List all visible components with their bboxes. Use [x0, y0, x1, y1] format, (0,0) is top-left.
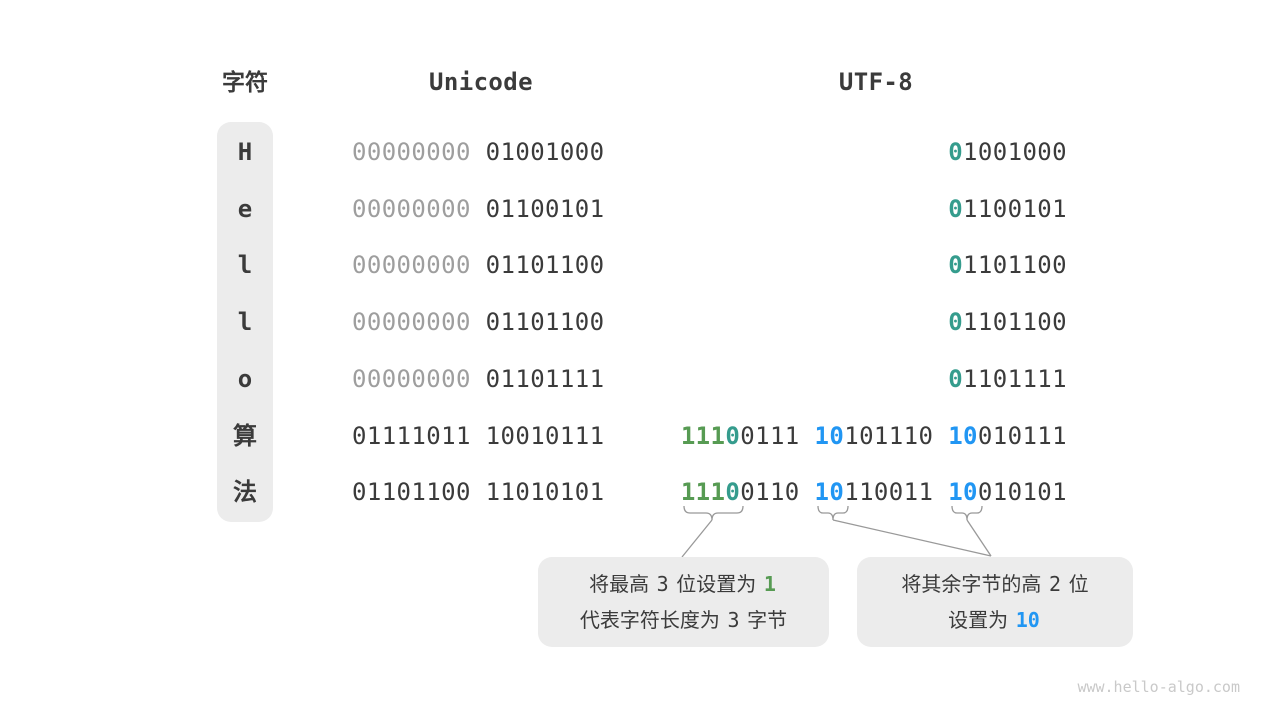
bit-segment-teal: 0 — [725, 421, 741, 450]
bit-segment-dark: 1101100 — [963, 308, 1067, 337]
unicode-value: 00000000 01101100 — [352, 294, 604, 350]
bit-segment-dark: 01100101 — [470, 194, 605, 223]
bit-segment-g: 1 — [763, 572, 776, 596]
bit-segment-teal: 0 — [948, 251, 964, 280]
utf8-value: 01101100 — [948, 294, 1067, 350]
bit-segment-dark: 01001000 — [470, 138, 605, 166]
character-column-panel — [217, 122, 273, 522]
utf8-value: 01100101 — [948, 181, 1067, 237]
bit-segment-teal: 0 — [725, 478, 741, 507]
character-cell: e — [237, 194, 253, 223]
bit-segment-blue: 10 — [814, 478, 845, 507]
character-cell: 法 — [233, 478, 257, 507]
utf8-value: 11100110 10110011 10010101 — [681, 464, 1067, 520]
bit-segment-dark: 0111 — [740, 421, 800, 450]
utf8-value: 11100111 10101110 10010111 — [681, 408, 1067, 464]
bit-segment-n: 3 — [727, 608, 740, 632]
unicode-value: 00000000 01001000 — [352, 124, 604, 180]
utf8-value: 01101111 — [948, 351, 1067, 407]
bit-segment-dark — [933, 422, 948, 450]
character-cell: 算 — [233, 421, 257, 450]
bit-segment-gray: 00000000 — [352, 364, 471, 393]
bit-segment-blue: 10 — [814, 421, 845, 450]
bit-segment-t: 设置为 — [948, 610, 1014, 632]
bit-segment-gray: 00000000 — [352, 308, 471, 337]
connector-line-left — [681, 519, 713, 558]
utf8-value: 01001000 — [948, 124, 1067, 180]
bit-segment-dark — [800, 422, 815, 450]
bit-segment-blue: 10 — [948, 478, 978, 507]
bit-segment-dark — [933, 478, 948, 506]
bit-segment-n: 3 — [656, 572, 669, 596]
bit-segment-dark: 01101111 — [470, 364, 605, 393]
bit-segment-t: 将最高 — [589, 574, 655, 596]
unicode-value: 00000000 01101100 — [352, 237, 604, 293]
bit-segment-dark: 010101 — [977, 478, 1067, 507]
bit-segment-teal: 0 — [948, 138, 964, 166]
connector-line-right-b — [966, 519, 992, 557]
bit-segment-dark: 110011 — [844, 478, 934, 507]
bit-segment-n: 2 — [1048, 572, 1062, 596]
bit-segment-gray: 00000000 — [352, 138, 471, 166]
bit-segment-dark: 1101100 — [963, 251, 1067, 280]
character-cell: H — [237, 138, 253, 166]
bit-segment-dark — [800, 478, 815, 506]
callout-text-line: 代表字符长度为 3 字节 — [538, 602, 829, 638]
character-cell: l — [237, 251, 253, 280]
bit-segment-dark: 01101100 11010101 — [352, 478, 605, 507]
unicode-value: 00000000 01100101 — [352, 181, 604, 237]
bit-segment-dark: 01101100 — [470, 251, 605, 280]
character-cell: l — [237, 308, 253, 337]
unicode-value: 01101100 11010101 — [352, 464, 604, 520]
utf8-value: 01101100 — [948, 237, 1067, 293]
callout-leading-bits: 将最高 3 位设置为 1 代表字符长度为 3 字节 — [538, 557, 829, 647]
bit-segment-dark: 1100101 — [963, 194, 1067, 223]
bit-segment-green: 111 — [680, 421, 726, 450]
column-header-unicode: Unicode — [429, 68, 533, 96]
bit-segment-dark: 1001000 — [963, 138, 1067, 166]
callout-text-line: 设置为 10 — [857, 602, 1133, 638]
bit-segment-teal: 0 — [948, 194, 964, 223]
callout-text-line: 将最高 3 位设置为 1 — [538, 566, 829, 602]
unicode-value: 00000000 01101111 — [352, 351, 604, 407]
bit-segment-teal: 0 — [948, 308, 964, 337]
unicode-value: 01111011 10010111 — [352, 408, 604, 464]
bit-segment-t: 代表字符长度为 — [579, 610, 726, 632]
bit-segment-teal: 0 — [948, 364, 964, 393]
bit-segment-dark: 01111011 10010111 — [352, 421, 605, 450]
bit-segment-t: 位 — [1063, 574, 1089, 596]
bit-segment-gray: 00000000 — [352, 194, 471, 223]
bit-segment-gray: 00000000 — [352, 251, 471, 280]
bit-segment-dark: 01101100 — [470, 308, 605, 337]
character-cell: o — [237, 364, 253, 393]
column-header-utf8: UTF-8 — [838, 68, 914, 96]
column-header-character: 字符 — [222, 69, 268, 95]
bit-segment-dark: 010111 — [977, 421, 1067, 450]
bit-segment-t: 将其余字节的高 — [901, 574, 1047, 596]
bit-segment-t: 字节 — [741, 610, 788, 632]
connector-line-right-a — [832, 519, 992, 557]
bit-segment-t: 位设置为 — [670, 574, 762, 596]
bit-segment-dark: 1101111 — [963, 364, 1067, 393]
callout-text-line: 将其余字节的高 2 位 — [857, 566, 1133, 602]
bit-segment-b: 10 — [1015, 608, 1040, 632]
site-watermark: www.hello-algo.com — [1077, 678, 1240, 696]
bit-segment-blue: 10 — [948, 421, 978, 450]
bit-segment-green: 111 — [680, 478, 726, 507]
bit-segment-dark: 101110 — [844, 421, 934, 450]
bit-segment-dark: 0110 — [740, 478, 800, 507]
callout-continuation-bits: 将其余字节的高 2 位 设置为 10 — [857, 557, 1133, 647]
